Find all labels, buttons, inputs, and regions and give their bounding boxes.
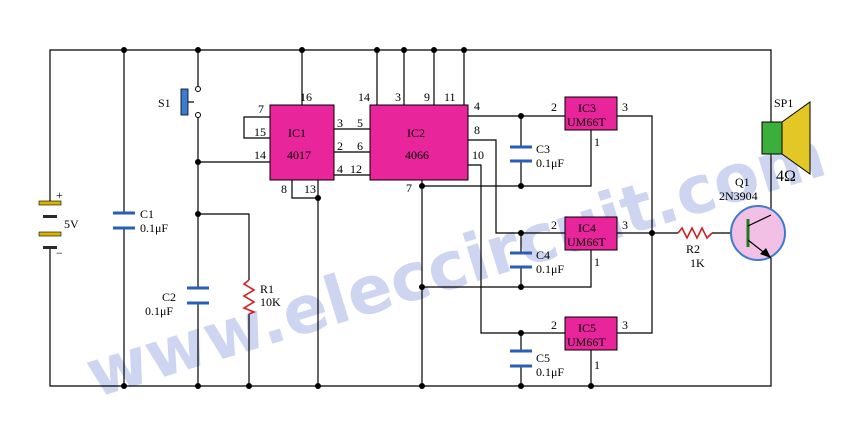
ic2-pin-9: 9 (424, 90, 430, 104)
ic2-pin-14: 14 (358, 90, 370, 104)
ic3-name: IC3 (578, 101, 596, 115)
ic2-pin-5: 5 (357, 116, 363, 130)
ic4-pin-2: 2 (551, 218, 557, 232)
ic1-pin-16: 16 (300, 90, 312, 104)
resistor-r1: R1 10K (242, 279, 281, 315)
r2-name: R2 (686, 242, 700, 256)
c3-value: 0.1μF (536, 156, 564, 170)
ic1-pin-4: 4 (337, 162, 343, 176)
ic1-pin-13: 13 (304, 182, 316, 196)
ic1-pin-2: 2 (337, 139, 343, 153)
ic2-pin-12: 12 (350, 162, 362, 176)
ic4-name: IC4 (578, 221, 596, 235)
ic2-pin-11: 11 (444, 90, 456, 104)
r1-value: 10K (260, 295, 281, 309)
ic1-name: IC1 (288, 126, 306, 140)
ic1-4017: IC1 4017 7 16 15 3 14 2 4 8 13 (254, 90, 343, 196)
wires (49, 49, 772, 387)
ic1-pin-15: 15 (254, 125, 266, 139)
c5-name: C5 (536, 351, 550, 365)
capacitor-c1: C1 0.1μF (113, 207, 168, 235)
r1-name: R1 (260, 282, 274, 296)
ic3-um66t: IC3 UM66T 2 3 1 (551, 96, 628, 149)
battery-minus-label: − (56, 246, 63, 260)
ic1-part: 4017 (287, 148, 311, 162)
sp1-value: 4Ω (776, 168, 796, 185)
transistor-q1: Q1 2N3904 (719, 175, 786, 261)
c4-name: C4 (536, 248, 550, 262)
ic5-um66t: IC5 UM66T 2 3 1 (551, 316, 628, 372)
c4-value: 0.1μF (536, 262, 564, 276)
ic2-4066: IC2 4066 14 3 9 11 4 5 8 6 12 10 7 (350, 90, 484, 195)
capacitor-c5: C5 0.1μF (510, 349, 564, 379)
sp1-name: SP1 (774, 96, 793, 110)
ic1-pin-8: 8 (281, 182, 287, 196)
ic2-pin-3: 3 (395, 90, 401, 104)
c3-name: C3 (536, 142, 550, 156)
battery: + − 5V (38, 120, 79, 275)
ic5-pin-2: 2 (551, 318, 557, 332)
q1-name: Q1 (735, 175, 750, 189)
r2-value: 1K (690, 256, 705, 270)
ic3-pin-2: 2 (551, 100, 557, 114)
capacitor-c2: C2 0.1μF (145, 286, 209, 318)
speaker-sp1: SP1 4Ω (761, 96, 811, 185)
ic1-pin-3: 3 (337, 116, 343, 130)
ic5-pin-1: 1 (594, 358, 600, 372)
battery-plus-label: + (56, 188, 63, 202)
ic4-pin-3: 3 (622, 218, 628, 232)
ic2-part: 4066 (405, 148, 429, 162)
ic3-part: UM66T (567, 115, 606, 129)
ic2-pin-10: 10 (472, 148, 484, 162)
q1-part: 2N3904 (719, 189, 758, 203)
c2-value: 0.1μF (145, 304, 173, 318)
junction-dots (121, 47, 655, 389)
ic1-pin-14: 14 (254, 148, 266, 162)
ic2-pin-6: 6 (357, 139, 363, 153)
capacitor-c4: C4 0.1μF (510, 248, 564, 276)
c1-name: C1 (140, 207, 154, 221)
ic4-part: UM66T (567, 235, 606, 249)
capacitor-c3: C3 0.1μF (510, 142, 564, 170)
resistor-r2: R2 1K (677, 226, 713, 270)
ic1-pin-7: 7 (258, 102, 264, 116)
ic3-pin-1: 1 (594, 135, 600, 149)
ic5-pin-3: 3 (622, 318, 628, 332)
ic4-pin-1: 1 (594, 255, 600, 269)
ic2-pin-7: 7 (406, 181, 412, 195)
ic2-pin-4: 4 (474, 99, 480, 113)
ic3-pin-3: 3 (622, 100, 628, 114)
c1-value: 0.1μF (140, 221, 168, 235)
battery-voltage-label: 5V (64, 217, 79, 231)
ic5-part: UM66T (567, 335, 606, 349)
switch-s1: S1 (158, 86, 201, 118)
ic2-pin-8: 8 (474, 123, 480, 137)
ic5-name: IC5 (578, 321, 596, 335)
c5-value: 0.1μF (536, 365, 564, 379)
c2-name: C2 (162, 290, 176, 304)
ic4-um66t: IC4 UM66T 2 3 1 (551, 216, 628, 269)
ic2-name: IC2 (407, 126, 425, 140)
s1-label: S1 (158, 96, 171, 110)
